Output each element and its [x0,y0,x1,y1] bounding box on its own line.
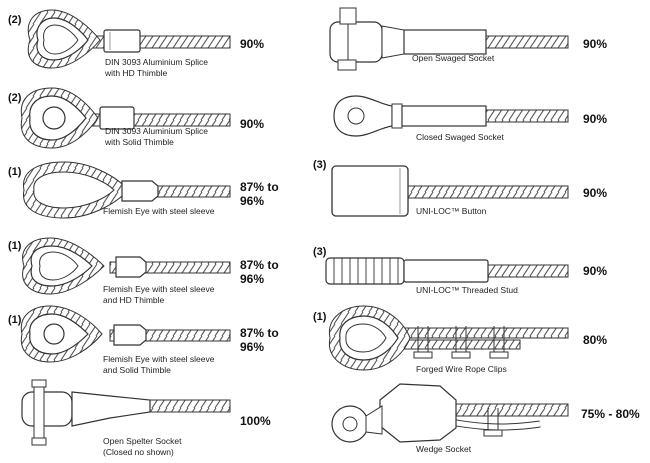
item-caption: UNI-LOC™ Threaded Stud [416,285,518,295]
reference-note: (3) [313,159,327,171]
closed-swaged-socket-drawing [333,95,569,137]
item-caption: Wedge Socket [416,444,472,454]
reference-note: (1) [8,314,22,326]
item-caption: DIN 3093 Aluminium Splice with Solid Thi… [105,126,208,147]
din-splice-solid-thimble-drawing [20,87,231,149]
efficiency-value: 87% to 96% [240,180,279,208]
efficiency-value: 90% [240,117,265,131]
efficiency-value: 90% [583,37,608,51]
efficiency-value: 75% - 80% [581,407,640,421]
reference-note: (3) [313,246,327,258]
efficiency-value: 80% [583,333,608,347]
flemish-eye-solid-thimble-drawing [20,305,231,363]
reference-note: (2) [8,92,22,104]
item-caption: Flemish Eye with steel sleeve and Solid … [103,354,215,375]
open-swaged-socket-drawing [329,7,569,71]
uniloc-button-drawing [331,165,569,217]
item-caption: Open Swaged Socket [412,53,495,63]
uniloc-threaded-stud-drawing [325,257,569,285]
efficiency-value: 87% to 96% [240,326,279,354]
efficiency-value: 90% [583,112,608,126]
item-caption: Open Spelter Socket (Closed no shown) [103,436,182,457]
reference-note: (1) [8,240,22,252]
item-caption: Flemish Eye with steel sleeve and HD Thi… [103,284,215,305]
forged-wire-rope-clips-drawing [328,305,569,371]
flemish-eye-sleeve-drawing [23,161,231,219]
open-spelter-socket-drawing [21,379,231,446]
efficiency-value: 90% [583,186,608,200]
item-caption: Forged Wire Rope Clips [416,364,507,374]
item-caption: UNI-LOC™ Button [416,206,487,216]
reference-note: (1) [313,311,327,323]
efficiency-value: 90% [583,264,608,278]
item-caption: DIN 3093 Aluminium Splice with HD Thimbl… [105,57,208,78]
flemish-eye-hd-thimble-drawing [22,237,231,295]
efficiency-value: 100% [240,414,271,428]
din-splice-hd-thimble-drawing [27,9,231,69]
item-caption: Closed Swaged Socket [416,132,504,142]
wedge-socket-drawing [331,383,569,443]
item-caption: Flemish Eye with steel sleeve [103,206,215,216]
reference-note: (2) [8,14,22,26]
reference-note: (1) [8,166,22,178]
efficiency-value: 90% [240,37,265,51]
efficiency-value: 87% to 96% [240,258,279,286]
